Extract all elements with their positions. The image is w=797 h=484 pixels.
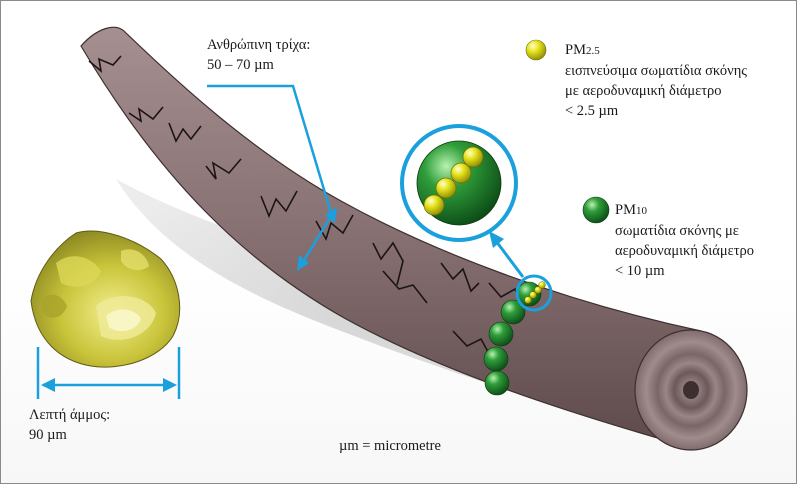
pm25-chain-magnified bbox=[423, 146, 484, 216]
pm10-legend-icon bbox=[582, 196, 610, 224]
hair-dimension-arrow bbox=[207, 84, 337, 271]
pm25-title: PM2.5 bbox=[565, 42, 600, 58]
sand-grain bbox=[30, 230, 181, 368]
sand-label: Λεπτή άμμος: 90 µm bbox=[29, 405, 110, 445]
sand-name: Λεπτή άμμος: bbox=[29, 407, 111, 423]
pm25-desc-line3: < 2.5 µm bbox=[565, 103, 619, 119]
pm10-desc-line3: < 10 µm bbox=[615, 263, 665, 279]
hair-label: Ανθρώπινη τρίχα: 50 – 70 µm bbox=[207, 35, 310, 75]
pm10-title: PM10 bbox=[615, 202, 647, 218]
pm25-label: PM2.5 εισπνεύσιμα σωματίδια σκόνης με αε… bbox=[565, 40, 747, 121]
pm25-desc-line1: εισπνεύσιμα σωματίδια σκόνης bbox=[565, 63, 748, 79]
pm25-chain-small bbox=[524, 281, 546, 304]
magnifier-small-circle bbox=[515, 274, 553, 312]
pm10-particle-chain bbox=[483, 281, 542, 396]
unit-footnote: µm = micrometre bbox=[339, 438, 441, 454]
hair-name: Ανθρώπινη τρίχα: bbox=[207, 37, 311, 53]
sand-dimension-arrow bbox=[36, 347, 181, 399]
pm10-desc-line2: αεροδυναμική διάμετρο bbox=[615, 243, 755, 259]
hair-core bbox=[683, 381, 699, 399]
hair-strand bbox=[80, 26, 702, 450]
pm25-desc-line2: με αεροδυναμική διάμετρο bbox=[565, 83, 722, 99]
pm10-label: PM10 σωματίδια σκόνης με αεροδυναμική δι… bbox=[615, 200, 754, 281]
sand-size: 90 µm bbox=[29, 427, 67, 443]
pm10-desc-line1: σωματίδια σκόνης με bbox=[615, 223, 739, 239]
pm25-legend-icon bbox=[525, 39, 547, 61]
hair-size: 50 – 70 µm bbox=[207, 57, 274, 73]
magnifier-arrow bbox=[489, 231, 525, 278]
